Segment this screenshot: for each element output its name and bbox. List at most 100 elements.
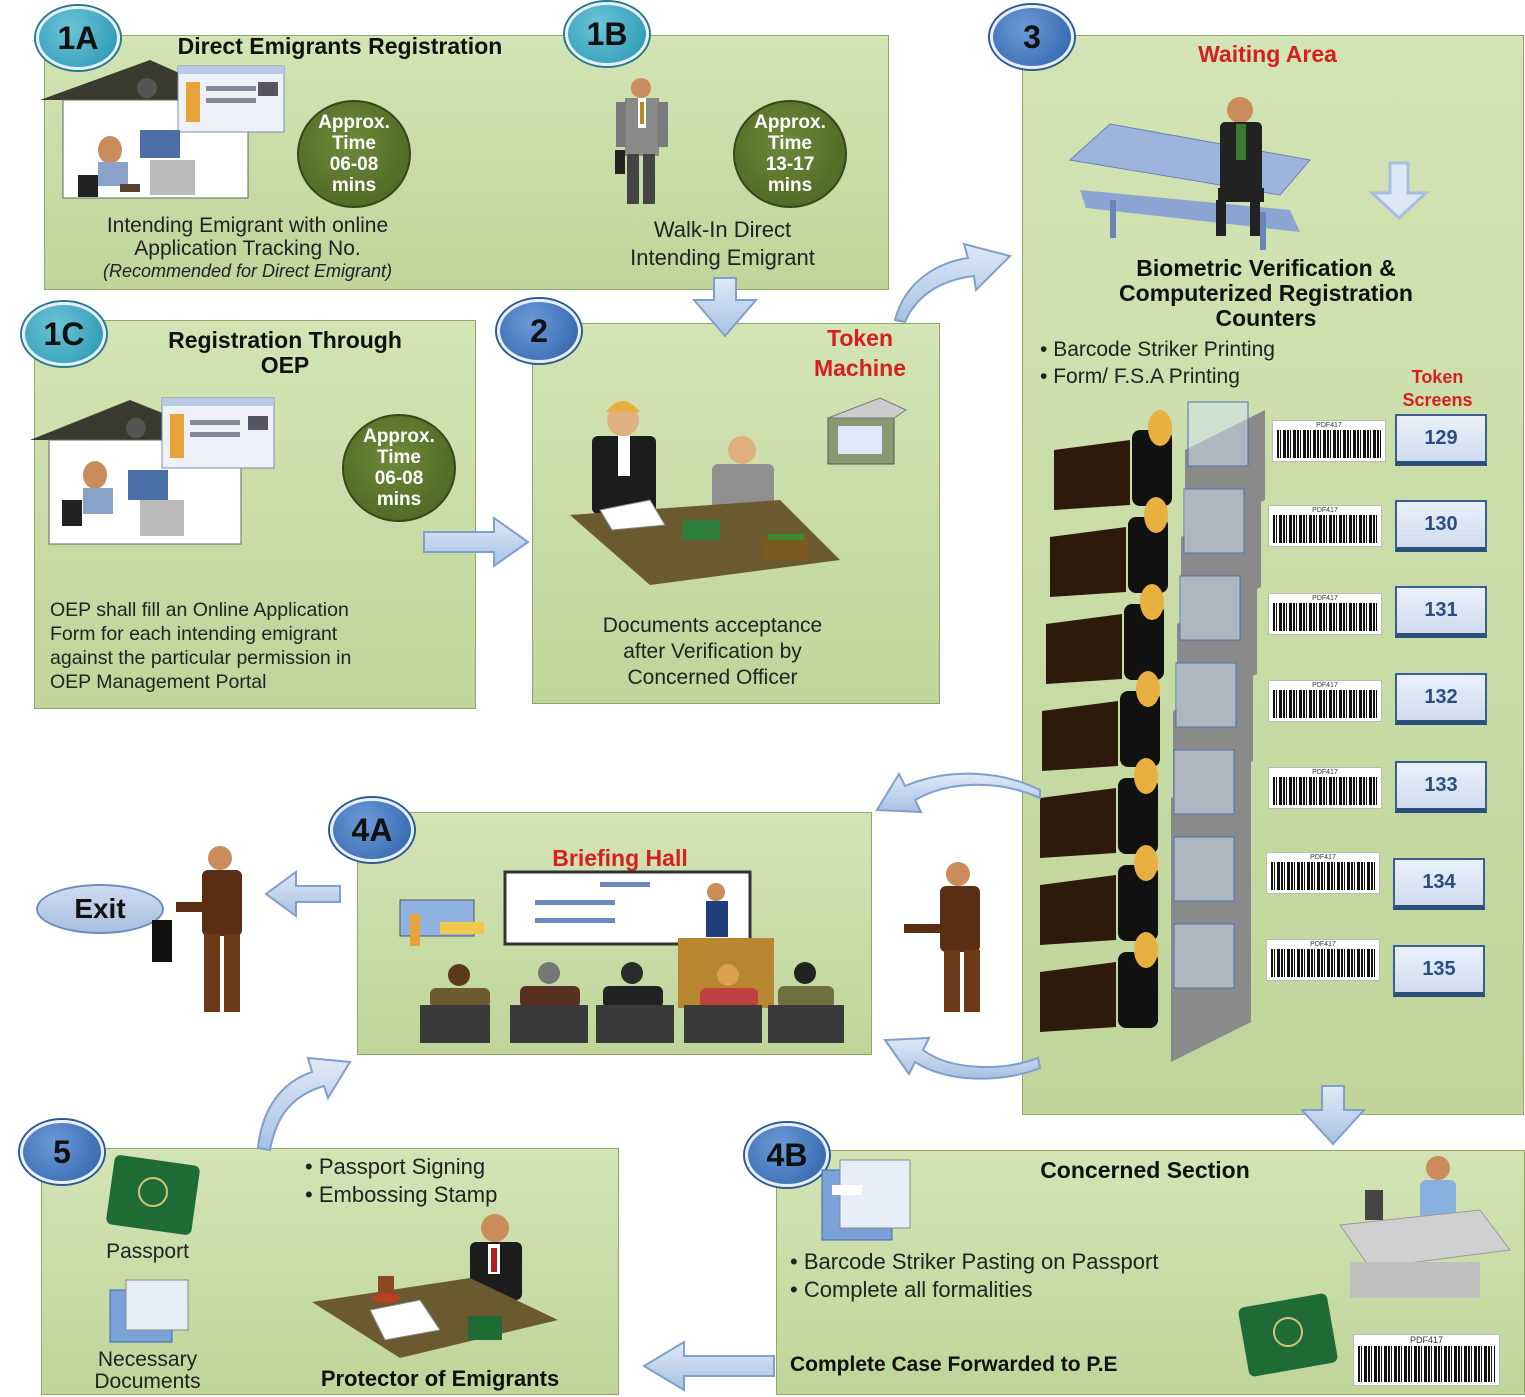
time-line: 06-08: [374, 468, 424, 489]
label-docs-line2: Documents: [94, 1370, 201, 1393]
barcode-134: PDF417: [1266, 852, 1380, 894]
badge-4a: 4A: [330, 798, 414, 862]
bullets-4b: Barcode Striker Pasting on Passport Comp…: [790, 1248, 1159, 1304]
title-1a: Direct Emigrants Registration: [177, 33, 503, 59]
barcode-129: PDF417: [1272, 420, 1386, 462]
token-screen-130: 130: [1395, 500, 1487, 552]
desc-2-line3: Concerned Officer: [627, 666, 798, 689]
barcode-label: PDF417: [1312, 682, 1338, 689]
desc-1b-line1: Walk-In Direct: [653, 217, 792, 242]
arrow-4a-to-exit: [264, 870, 341, 918]
title-1c-line1: Registration Through: [168, 327, 402, 353]
desc-1a-note: (Recommended for Direct Emigrant): [102, 261, 393, 281]
token-screens-line2: Screens: [1402, 390, 1473, 410]
badge-1c: 1C: [22, 302, 106, 366]
footer-protector: Protector of Emigrants: [320, 1366, 560, 1391]
arrow-5-to-4a: [256, 1056, 352, 1152]
bullets-5: Passport Signing Embossing Stamp: [305, 1153, 498, 1209]
desc-1c-line1: OEP shall fill an Online Application: [50, 599, 349, 621]
arrow-4b-to-5: [642, 1340, 775, 1392]
arrow-2-to-3: [893, 242, 1012, 324]
barcode-bars: [1273, 603, 1377, 631]
time-badge-1c: Approx. Time 06-08 mins: [342, 414, 456, 522]
time-line: mins: [376, 489, 422, 510]
heading-3-line1: Biometric Verification &: [1136, 255, 1396, 281]
title-briefing-hall: Briefing Hall: [552, 845, 688, 871]
time-line: mins: [331, 175, 377, 196]
token-screen-129: 129: [1395, 414, 1487, 466]
time-line: Approx.: [754, 112, 826, 133]
heading-3-line3: Counters: [1215, 305, 1317, 331]
time-line: mins: [767, 175, 813, 196]
bullets-3: Barcode Striker Printing Form/ F.S.A Pri…: [1040, 336, 1275, 390]
arrow-3-to-4a-upper: [875, 771, 1041, 814]
barcode-label: PDF417: [1409, 1335, 1444, 1345]
title-waiting-area: Waiting Area: [1198, 41, 1337, 67]
exit-ellipse: Exit: [36, 884, 164, 934]
desc-1a-line1: Intending Emigrant with online: [106, 214, 389, 237]
heading-3-line2: Computerized Registration: [1119, 280, 1413, 306]
barcode-132: PDF417: [1268, 680, 1382, 722]
barcode-label: PDF417: [1310, 941, 1336, 948]
token-screen-133: 133: [1395, 761, 1487, 813]
label-passport: Passport: [106, 1240, 189, 1263]
time-badge-1a: Approx. Time 06-08 mins: [297, 100, 411, 208]
barcode-bars: [1277, 430, 1381, 458]
desc-2-line1: Documents acceptance: [602, 614, 823, 637]
footer-4b: Complete Case Forwarded to P.E: [790, 1353, 1118, 1376]
barcode-bars: [1358, 1346, 1495, 1382]
desc-1b-line2: Intending Emigrant: [630, 245, 815, 270]
barcode-label: PDF417: [1316, 422, 1342, 429]
time-line: 06-08: [329, 154, 379, 175]
barcode-label: PDF417: [1312, 507, 1338, 514]
title-1c-line2: OEP: [260, 352, 310, 378]
desc-2-line2: after Verification by: [623, 640, 802, 663]
badge-5: 5: [20, 1120, 104, 1184]
time-line: Approx.: [318, 112, 390, 133]
badge-1a: 1A: [36, 6, 120, 70]
badge-1b: 1B: [565, 2, 649, 66]
token-screens-line1: Token: [1411, 367, 1464, 387]
badge-4b: 4B: [745, 1123, 829, 1187]
desc-1c-line4: OEP Management Portal: [50, 671, 267, 693]
label-docs-line1: Necessary: [97, 1348, 198, 1371]
desc-1c-line2: Form for each intending emigrant: [50, 623, 338, 645]
barcode-135: PDF417: [1266, 939, 1380, 981]
token-screen-132: 132: [1395, 673, 1487, 725]
token-screen-131: 131: [1395, 586, 1487, 638]
barcode-bars: [1273, 690, 1377, 718]
time-line: Time: [767, 133, 812, 154]
bullet-item: Passport Signing: [305, 1153, 497, 1181]
token-screen-134: 134: [1393, 858, 1485, 910]
barcode-label: PDF417: [1310, 854, 1336, 861]
time-line: 13-17: [765, 154, 815, 175]
badge-3: 3: [990, 5, 1074, 69]
time-badge-1b: Approx. Time 13-17 mins: [733, 100, 847, 208]
barcode-bars: [1273, 515, 1377, 543]
barcode-label: PDF417: [1312, 769, 1338, 776]
time-line: Time: [331, 133, 376, 154]
arrow-3-to-4a-lower: [883, 1036, 1042, 1080]
title-token-line1: Token: [826, 325, 894, 351]
barcode-bars: [1271, 949, 1375, 977]
badge-2: 2: [497, 299, 581, 363]
desc-1a-line2: Application Tracking No.: [134, 237, 361, 260]
barcode-4b: PDF417: [1353, 1334, 1500, 1386]
barcode-label: PDF417: [1312, 595, 1338, 602]
bullet-item: Embossing Stamp: [305, 1181, 498, 1209]
title-concerned-section: Concerned Section: [1040, 1157, 1250, 1183]
bullet-item: Barcode Striker Printing: [1040, 336, 1275, 363]
time-line: Time: [376, 447, 421, 468]
bullet-item: Barcode Striker Pasting on Passport: [790, 1248, 1159, 1276]
barcode-bars: [1271, 862, 1375, 890]
barcode-bars: [1273, 777, 1377, 805]
desc-1c-line3: against the particular permission in: [50, 647, 352, 669]
title-token-line2: Machine: [813, 355, 907, 381]
barcode-130: PDF417: [1268, 505, 1382, 547]
token-screen-135: 135: [1393, 945, 1485, 997]
barcode-133: PDF417: [1268, 767, 1382, 809]
bullet-item: Complete all formalities: [790, 1276, 1158, 1304]
barcode-131: PDF417: [1268, 593, 1382, 635]
bullet-item: Form/ F.S.A Printing: [1040, 363, 1275, 390]
time-line: Approx.: [363, 426, 435, 447]
